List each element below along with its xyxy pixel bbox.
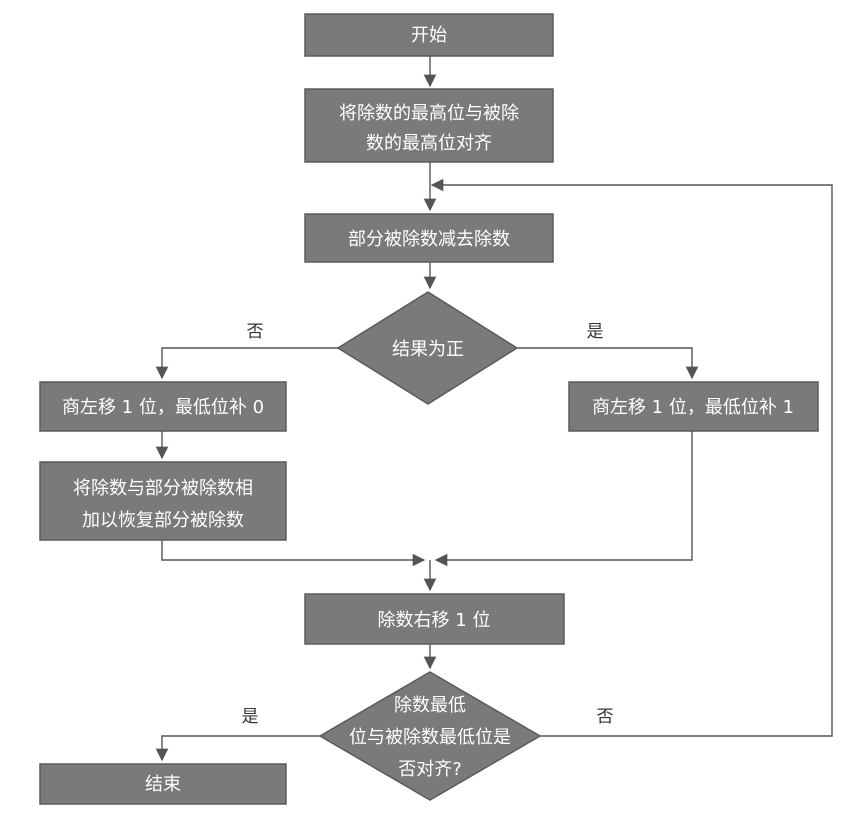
node-subtract: 部分被除数减去除数 bbox=[304, 213, 554, 263]
node-align: 将除数的最高位与被除 数的最高位对齐 bbox=[304, 88, 554, 163]
edges bbox=[155, 56, 833, 762]
node-align-line2: 数的最高位对齐 bbox=[366, 133, 492, 154]
node-start: 开始 bbox=[304, 13, 554, 57]
decision-aligned-line1: 除数最低 bbox=[394, 695, 466, 716]
node-shift-zero-label: 商左移 1 位，最低位补 0 bbox=[62, 397, 264, 418]
edge-label-positive-yes: 是 bbox=[587, 322, 604, 342]
edge-aligned-no-loop bbox=[430, 178, 833, 737]
decision-aligned-line2: 位与被除数最低位是 bbox=[349, 727, 511, 748]
edge-shift-one-to-merge bbox=[434, 431, 693, 567]
edge-label-aligned-no: 否 bbox=[597, 707, 614, 727]
edge-decision-yes bbox=[517, 347, 699, 380]
node-start-label: 开始 bbox=[411, 25, 447, 46]
edge-restore-to-merge bbox=[161, 540, 426, 567]
node-restore-line1: 将除数与部分被除数相 bbox=[73, 478, 253, 499]
decision-aligned: 除数最低 位与被除数最低位是 否对齐? bbox=[318, 671, 542, 801]
node-shift-one-label: 商左移 1 位，最低位补 1 bbox=[592, 397, 794, 418]
node-shift-divisor: 除数右移 1 位 bbox=[304, 593, 565, 645]
node-subtract-label: 部分被除数减去除数 bbox=[348, 229, 510, 250]
node-end-label: 结束 bbox=[145, 774, 181, 795]
node-shift-zero: 商左移 1 位，最低位补 0 bbox=[39, 381, 287, 432]
decision-aligned-line3: 否对齐? bbox=[398, 759, 462, 780]
edge-label-positive-no: 否 bbox=[247, 322, 264, 342]
decision-positive: 结果为正 bbox=[336, 291, 519, 405]
node-align-line1: 将除数的最高位与被除 bbox=[339, 103, 519, 124]
decision-positive-label: 结果为正 bbox=[392, 339, 464, 360]
edge-label-aligned-yes: 是 bbox=[242, 707, 259, 727]
node-end: 结束 bbox=[39, 763, 287, 805]
edge-decision-no bbox=[155, 347, 338, 380]
node-shift-one: 商左移 1 位，最低位补 1 bbox=[568, 381, 819, 432]
node-shift-divisor-label: 除数右移 1 位 bbox=[378, 610, 491, 631]
node-restore-line2: 加以恢复部分被除数 bbox=[82, 510, 244, 531]
edge-aligned-yes bbox=[155, 735, 320, 762]
node-restore: 将除数与部分被除数相 加以恢复部分被除数 bbox=[39, 461, 287, 541]
